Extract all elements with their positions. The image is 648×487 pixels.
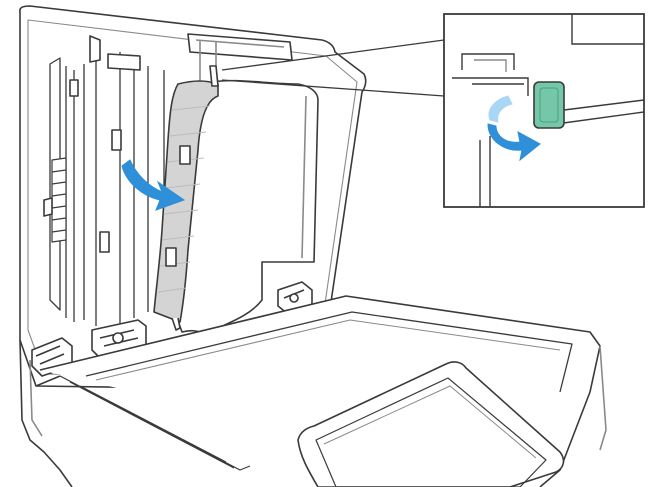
lever-callout <box>443 13 645 208</box>
control-panel <box>297 361 565 487</box>
glass-front-strip <box>59 375 251 471</box>
side-paper-guide <box>51 157 67 243</box>
printer-body <box>19 5 607 487</box>
rotate-direction-arrow-icon <box>121 159 186 211</box>
jammed-paper <box>171 79 319 335</box>
release-lever-icon <box>533 81 565 129</box>
machine-side <box>19 339 73 487</box>
turn-arrow-upper-icon <box>488 95 513 123</box>
callout-leader <box>221 39 445 97</box>
turn-direction-arrow-icon <box>487 123 541 162</box>
